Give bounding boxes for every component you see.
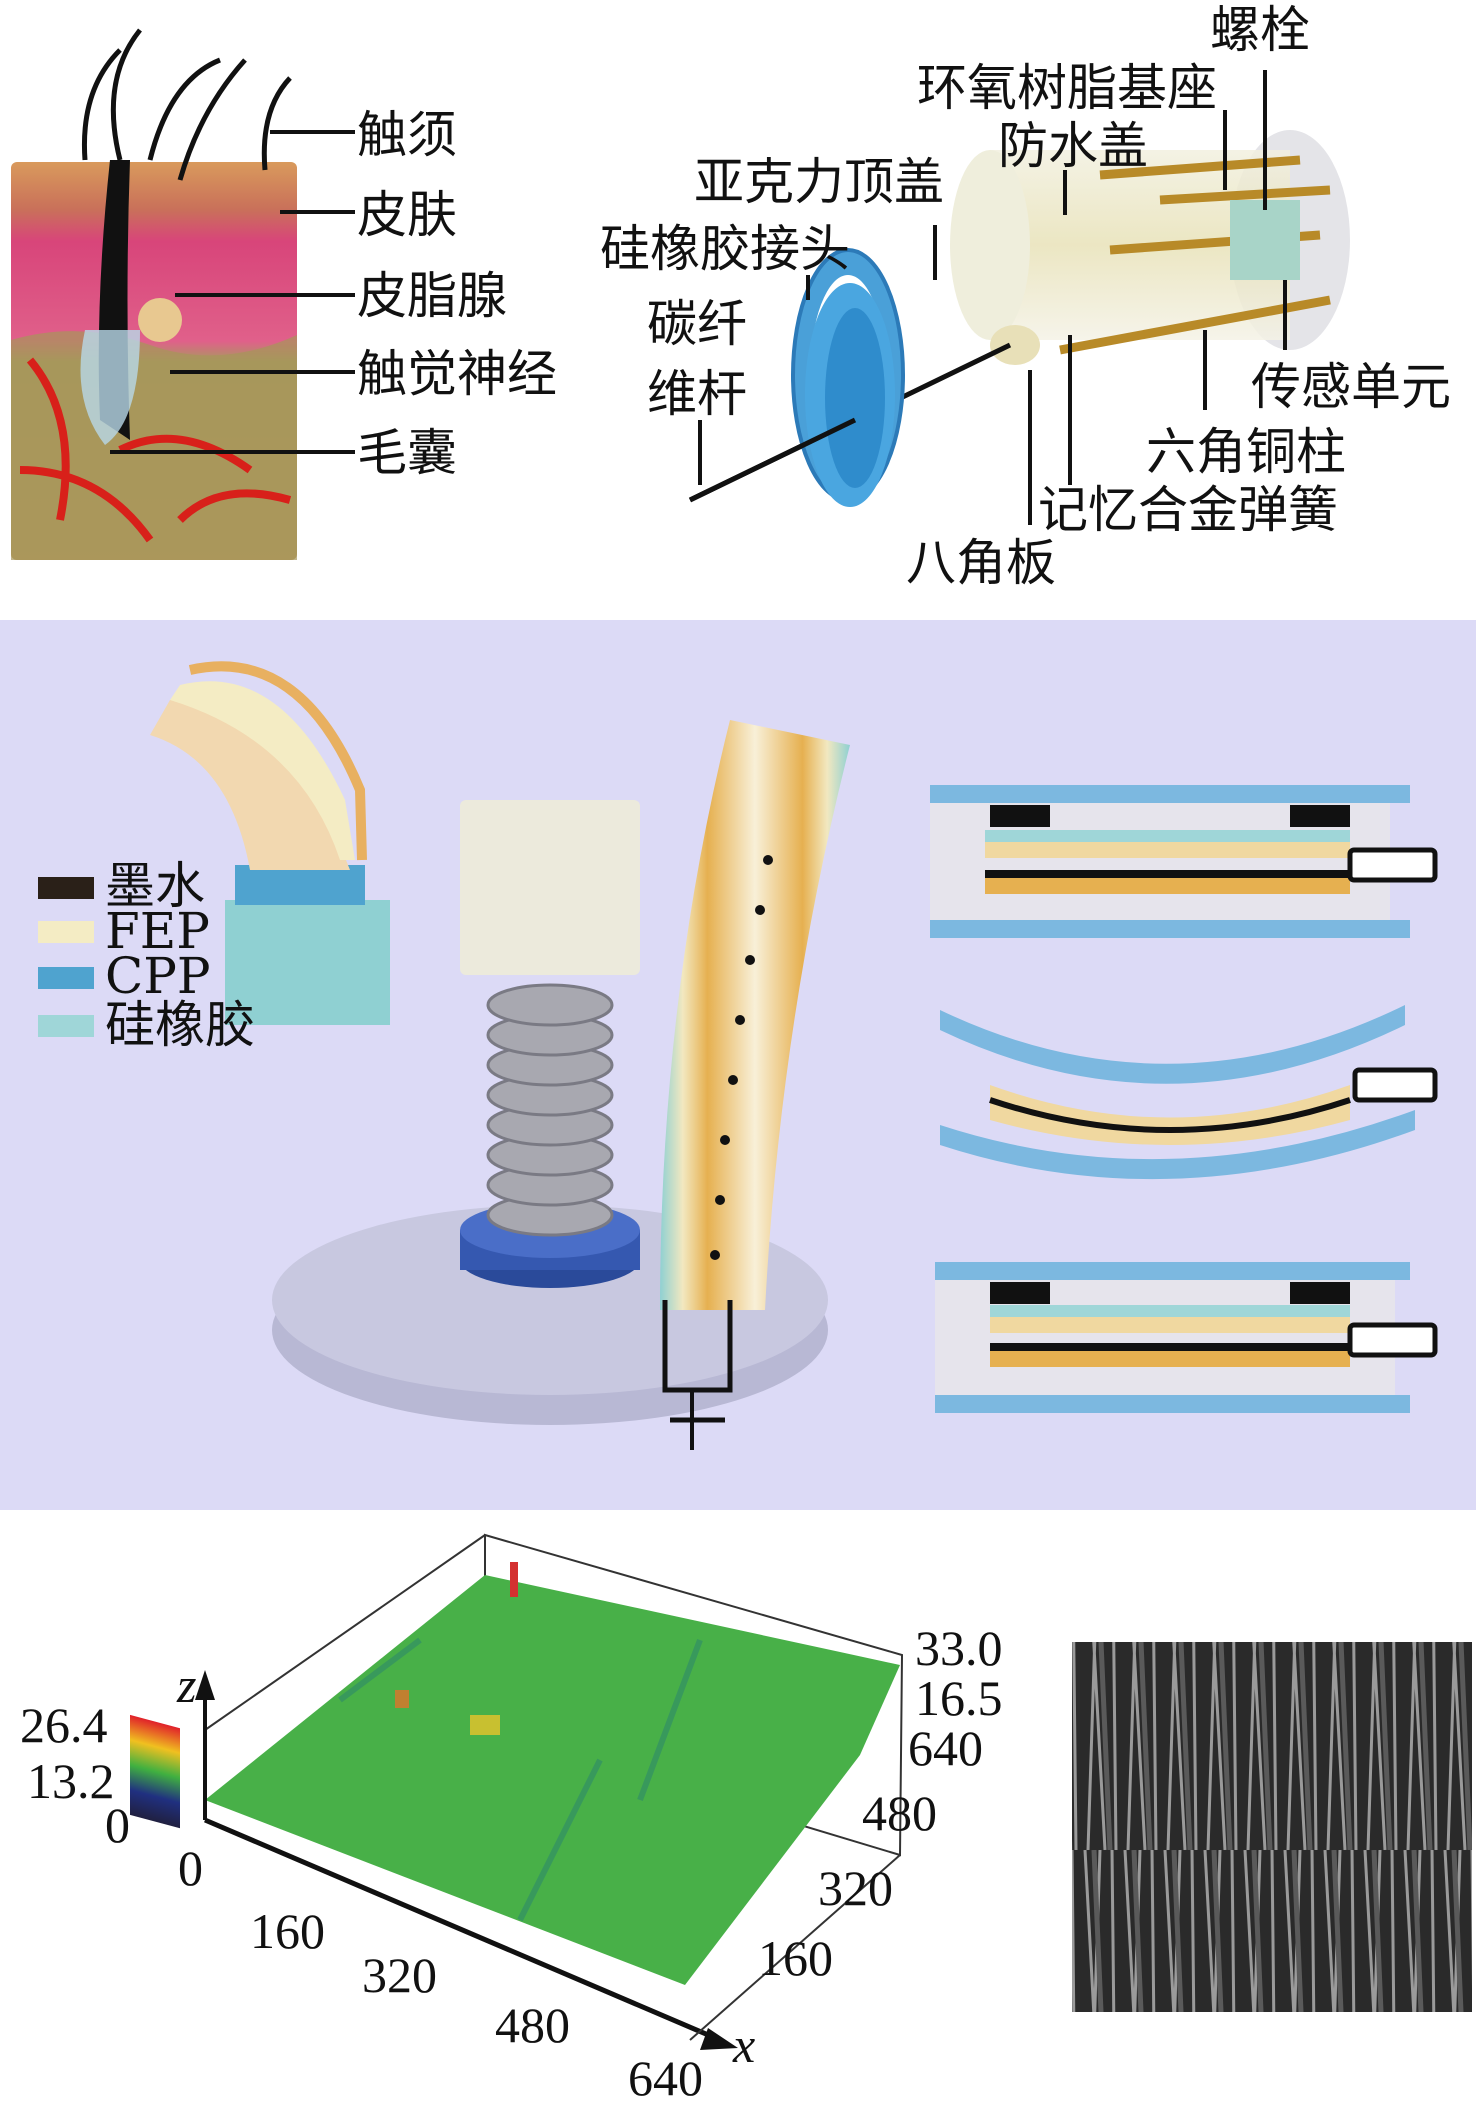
x-tick-640: 640	[628, 2050, 703, 2106]
x-tick-160: 160	[250, 1903, 325, 1959]
colorbar-tick-max: 26.4	[20, 1697, 108, 1753]
label-waterproof-cover: 防水盖	[998, 117, 1148, 175]
legend-swatch-cpp	[38, 967, 94, 989]
legend-label-ink: 墨水	[105, 857, 205, 915]
label-hair-follicle: 毛囊	[357, 424, 457, 482]
colorbar-tick-min: 0	[105, 1797, 130, 1853]
label-sma-spring: 记忆合金弹簧	[1038, 481, 1338, 539]
sensor-leader-lines	[698, 70, 1287, 525]
label-tactile-nerve: 触觉神经	[357, 345, 557, 403]
z-tick-16-5: 16.5	[915, 1670, 1003, 1726]
legend-label-silicone: 硅橡胶	[105, 996, 255, 1054]
label-sebaceous-gland: 皮脂腺	[357, 267, 507, 325]
label-hex-copper-pillar: 六角铜柱	[1146, 423, 1346, 481]
label-silicone-joint: 硅橡胶接头	[600, 220, 850, 278]
legend-label-cpp: CPP	[105, 947, 211, 1005]
cross-section-state-1	[930, 785, 1438, 938]
sensor-exploded-illustration	[688, 70, 1350, 525]
y-tick-480: 480	[862, 1785, 937, 1841]
x-tick-320: 320	[362, 1947, 437, 2003]
legend-label-fep: FEP	[105, 902, 210, 960]
label-sensing-unit: 传感单元	[1251, 358, 1451, 416]
x-tick-0: 0	[178, 1840, 203, 1896]
label-epoxy-base: 环氧树脂基座	[917, 59, 1217, 117]
cross-section-state-2-bent	[940, 1005, 1438, 1180]
label-skin: 皮肤	[357, 186, 457, 244]
leader-lines	[110, 130, 355, 454]
surface-profile-3d-plot	[130, 1533, 904, 2050]
colorbar-tick-mid: 13.2	[27, 1753, 115, 1809]
label-octagonal-plate: 八角板	[906, 534, 1056, 592]
cross-section-state-3	[935, 1262, 1438, 1413]
label-acrylic-top-cover: 亚克力顶盖	[694, 153, 944, 211]
y-tick-160: 160	[758, 1930, 833, 1986]
whisker-hairs	[81, 28, 292, 181]
label-whisker: 触须	[357, 106, 457, 164]
panel-a: 触须 皮肤 皮脂腺 触觉神经 毛囊	[0, 0, 1476, 620]
y-tick-320: 320	[818, 1860, 893, 1916]
label-carbon-rod-2: 维杆	[647, 365, 747, 423]
x-axis-label: x	[732, 2017, 755, 2073]
panel-b: 墨水 FEP CPP 硅橡胶	[0, 620, 1476, 1510]
legend: 墨水 FEP CPP 硅橡胶	[38, 857, 255, 1054]
spring-beam-assembly-illustration	[272, 720, 850, 1450]
label-bolt: 螺栓	[1210, 1, 1310, 59]
z-axis-label: z	[176, 1657, 196, 1713]
legend-swatch-ink	[38, 877, 94, 899]
legend-swatch-silicone	[38, 1015, 94, 1037]
y-tick-640: 640	[908, 1720, 983, 1776]
x-tick-480: 480	[495, 1997, 570, 2053]
legend-swatch-fep	[38, 921, 94, 943]
z-tick-33: 33.0	[915, 1620, 1003, 1676]
surface-mesh	[205, 1575, 900, 1985]
label-carbon-rod-1: 碳纤	[647, 295, 747, 353]
fiber-micrograph-image	[1072, 1642, 1472, 2012]
layered-film-illustration	[150, 661, 390, 1025]
colorbar	[130, 1714, 180, 1829]
skin-cross-section-illustration	[11, 28, 355, 560]
panel-c: 26.4 13.2 0 z x 33.0 16.5 0 160 320 480 …	[0, 1510, 1476, 2113]
